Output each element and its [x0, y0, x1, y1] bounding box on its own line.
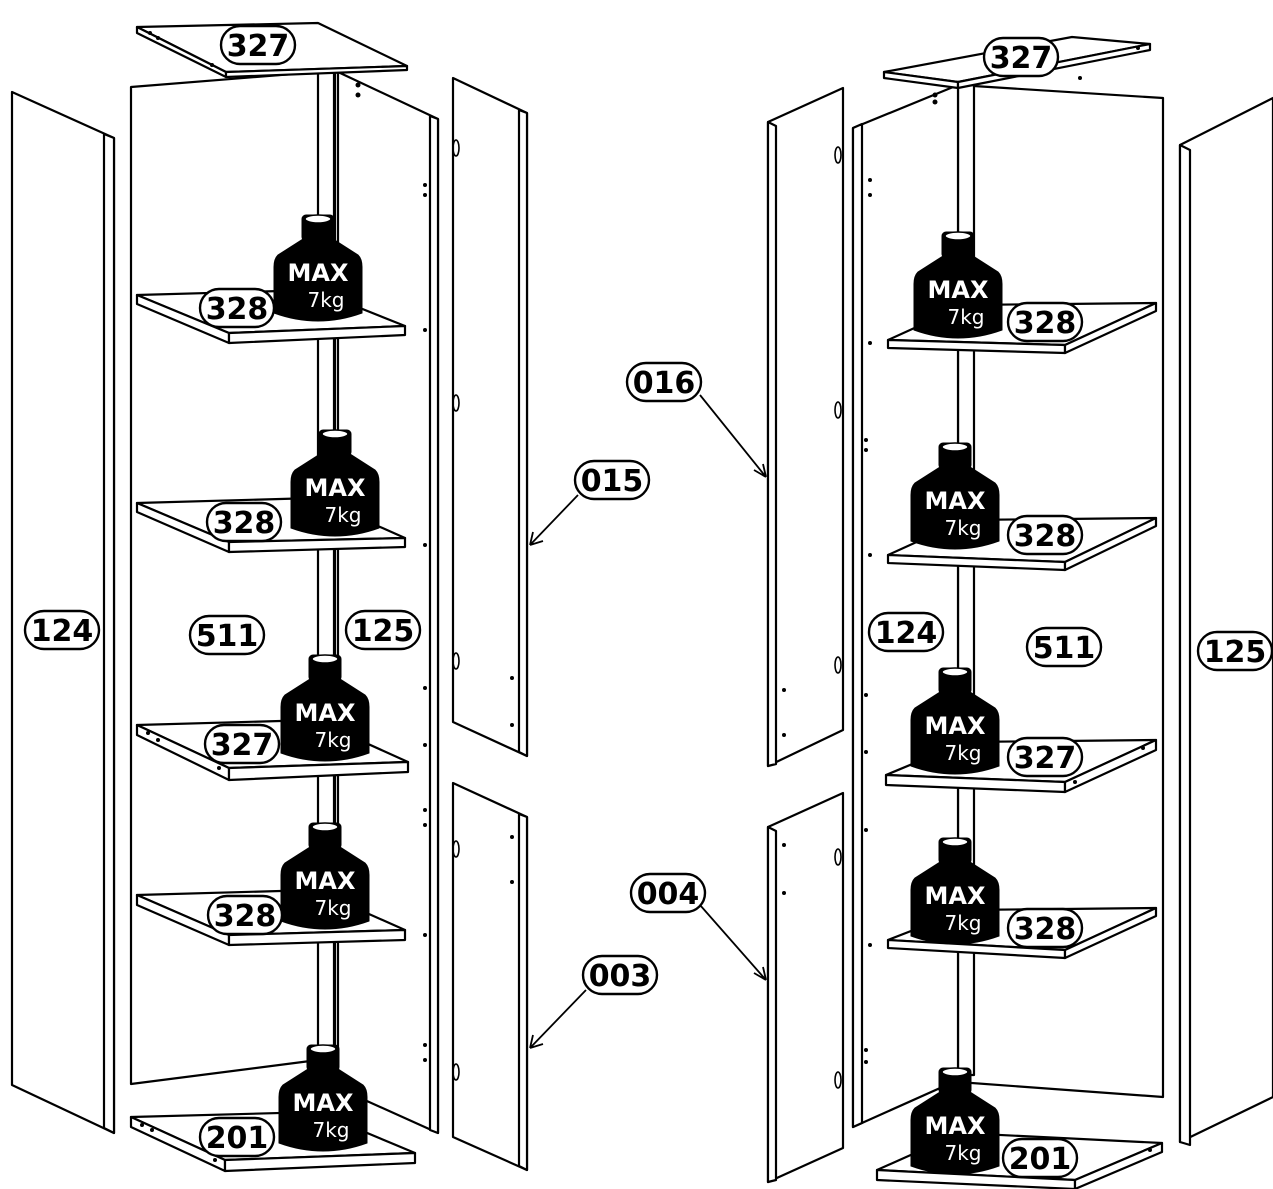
svg-text:7kg: 7kg [314, 728, 351, 752]
svg-text:MAX: MAX [288, 259, 349, 287]
svg-text:MAX: MAX [293, 1089, 354, 1117]
svg-text:327: 327 [990, 41, 1053, 76]
svg-text:125: 125 [1204, 635, 1267, 670]
right-lower-door-arrow [699, 904, 767, 981]
right-lower-door [766, 791, 845, 1184]
svg-text:7kg: 7kg [314, 896, 351, 920]
left-assembly [10, 21, 587, 1173]
svg-text:7kg: 7kg [307, 288, 344, 312]
left-lower-door-arrow [529, 989, 587, 1049]
right-bottom-label: 201 [1001, 1137, 1079, 1179]
right-shelf-1-label: 328 [1006, 301, 1084, 343]
svg-text:7kg: 7kg [944, 911, 981, 935]
svg-text:327: 327 [227, 29, 290, 64]
left-door-upper-label: 015 [573, 459, 651, 501]
svg-text:124: 124 [31, 614, 94, 649]
svg-text:328: 328 [1014, 912, 1077, 947]
svg-text:124: 124 [875, 616, 938, 651]
svg-text:MAX: MAX [295, 867, 356, 895]
svg-text:MAX: MAX [305, 474, 366, 502]
svg-text:MAX: MAX [925, 1112, 986, 1140]
right-shelf-4-label: 328 [1006, 907, 1084, 949]
svg-text:MAX: MAX [925, 487, 986, 515]
right-shelf-2-label: 328 [1006, 514, 1084, 556]
svg-text:7kg: 7kg [944, 516, 981, 540]
left-right-side-panel [336, 70, 440, 1135]
svg-text:7kg: 7kg [312, 1118, 349, 1142]
svg-text:327: 327 [211, 728, 274, 763]
svg-text:016: 016 [633, 366, 696, 401]
left-back-label: 511 [188, 614, 266, 656]
left-side-left-label: 124 [23, 609, 101, 651]
right-assembly [699, 35, 1273, 1189]
left-bottom-label: 201 [198, 1116, 276, 1158]
svg-text:003: 003 [589, 959, 652, 994]
svg-text:511: 511 [196, 619, 259, 654]
right-top-label: 327 [982, 36, 1060, 78]
svg-text:327: 327 [1014, 741, 1077, 776]
svg-text:201: 201 [1009, 1142, 1072, 1177]
svg-text:328: 328 [206, 292, 269, 327]
left-upper-door [451, 76, 529, 758]
svg-text:7kg: 7kg [324, 503, 361, 527]
left-side-right-label: 125 [344, 609, 422, 651]
right-right-side-panel [1178, 96, 1273, 1147]
svg-text:7kg: 7kg [947, 305, 984, 329]
right-door-lower-label: 004 [629, 872, 707, 914]
left-upper-door-arrow [529, 494, 579, 546]
svg-text:328: 328 [1014, 306, 1077, 341]
labels-layer: 327 124 511 125 015 003 328 328 327 328 201 327 124 5… [23, 24, 1273, 1179]
svg-text:328: 328 [214, 899, 277, 934]
weights-layer: MAX7kgMAX7kgMAX7kgMAX7kgMAX7kgMAX7kgMAX7… [273, 214, 1003, 1175]
svg-text:MAX: MAX [928, 276, 989, 304]
left-shelf-2-label: 328 [205, 501, 283, 543]
left-shelf-4-label: 328 [206, 894, 284, 936]
right-upper-door [766, 86, 845, 768]
svg-text:7kg: 7kg [944, 1141, 981, 1165]
svg-text:328: 328 [213, 506, 276, 541]
left-lower-door [451, 781, 529, 1172]
svg-text:MAX: MAX [295, 699, 356, 727]
svg-text:125: 125 [352, 614, 415, 649]
svg-text:MAX: MAX [925, 882, 986, 910]
right-upper-door-arrow [699, 394, 767, 478]
left-shelf-3-label: 327 [203, 723, 281, 765]
svg-text:328: 328 [1014, 519, 1077, 554]
svg-text:7kg: 7kg [944, 741, 981, 765]
right-side-left-label: 124 [867, 611, 945, 653]
right-side-right-label: 125 [1196, 630, 1273, 672]
svg-text:015: 015 [581, 464, 644, 499]
left-top-label: 327 [219, 24, 297, 66]
right-door-upper-label: 016 [625, 361, 703, 403]
svg-text:MAX: MAX [925, 712, 986, 740]
right-back-label: 511 [1025, 626, 1103, 668]
svg-text:004: 004 [637, 877, 700, 912]
svg-text:201: 201 [206, 1121, 269, 1156]
left-door-lower-label: 003 [581, 954, 659, 996]
svg-text:511: 511 [1033, 631, 1096, 666]
left-shelf-1-label: 328 [198, 287, 276, 329]
right-shelf-3-label: 327 [1006, 736, 1084, 778]
